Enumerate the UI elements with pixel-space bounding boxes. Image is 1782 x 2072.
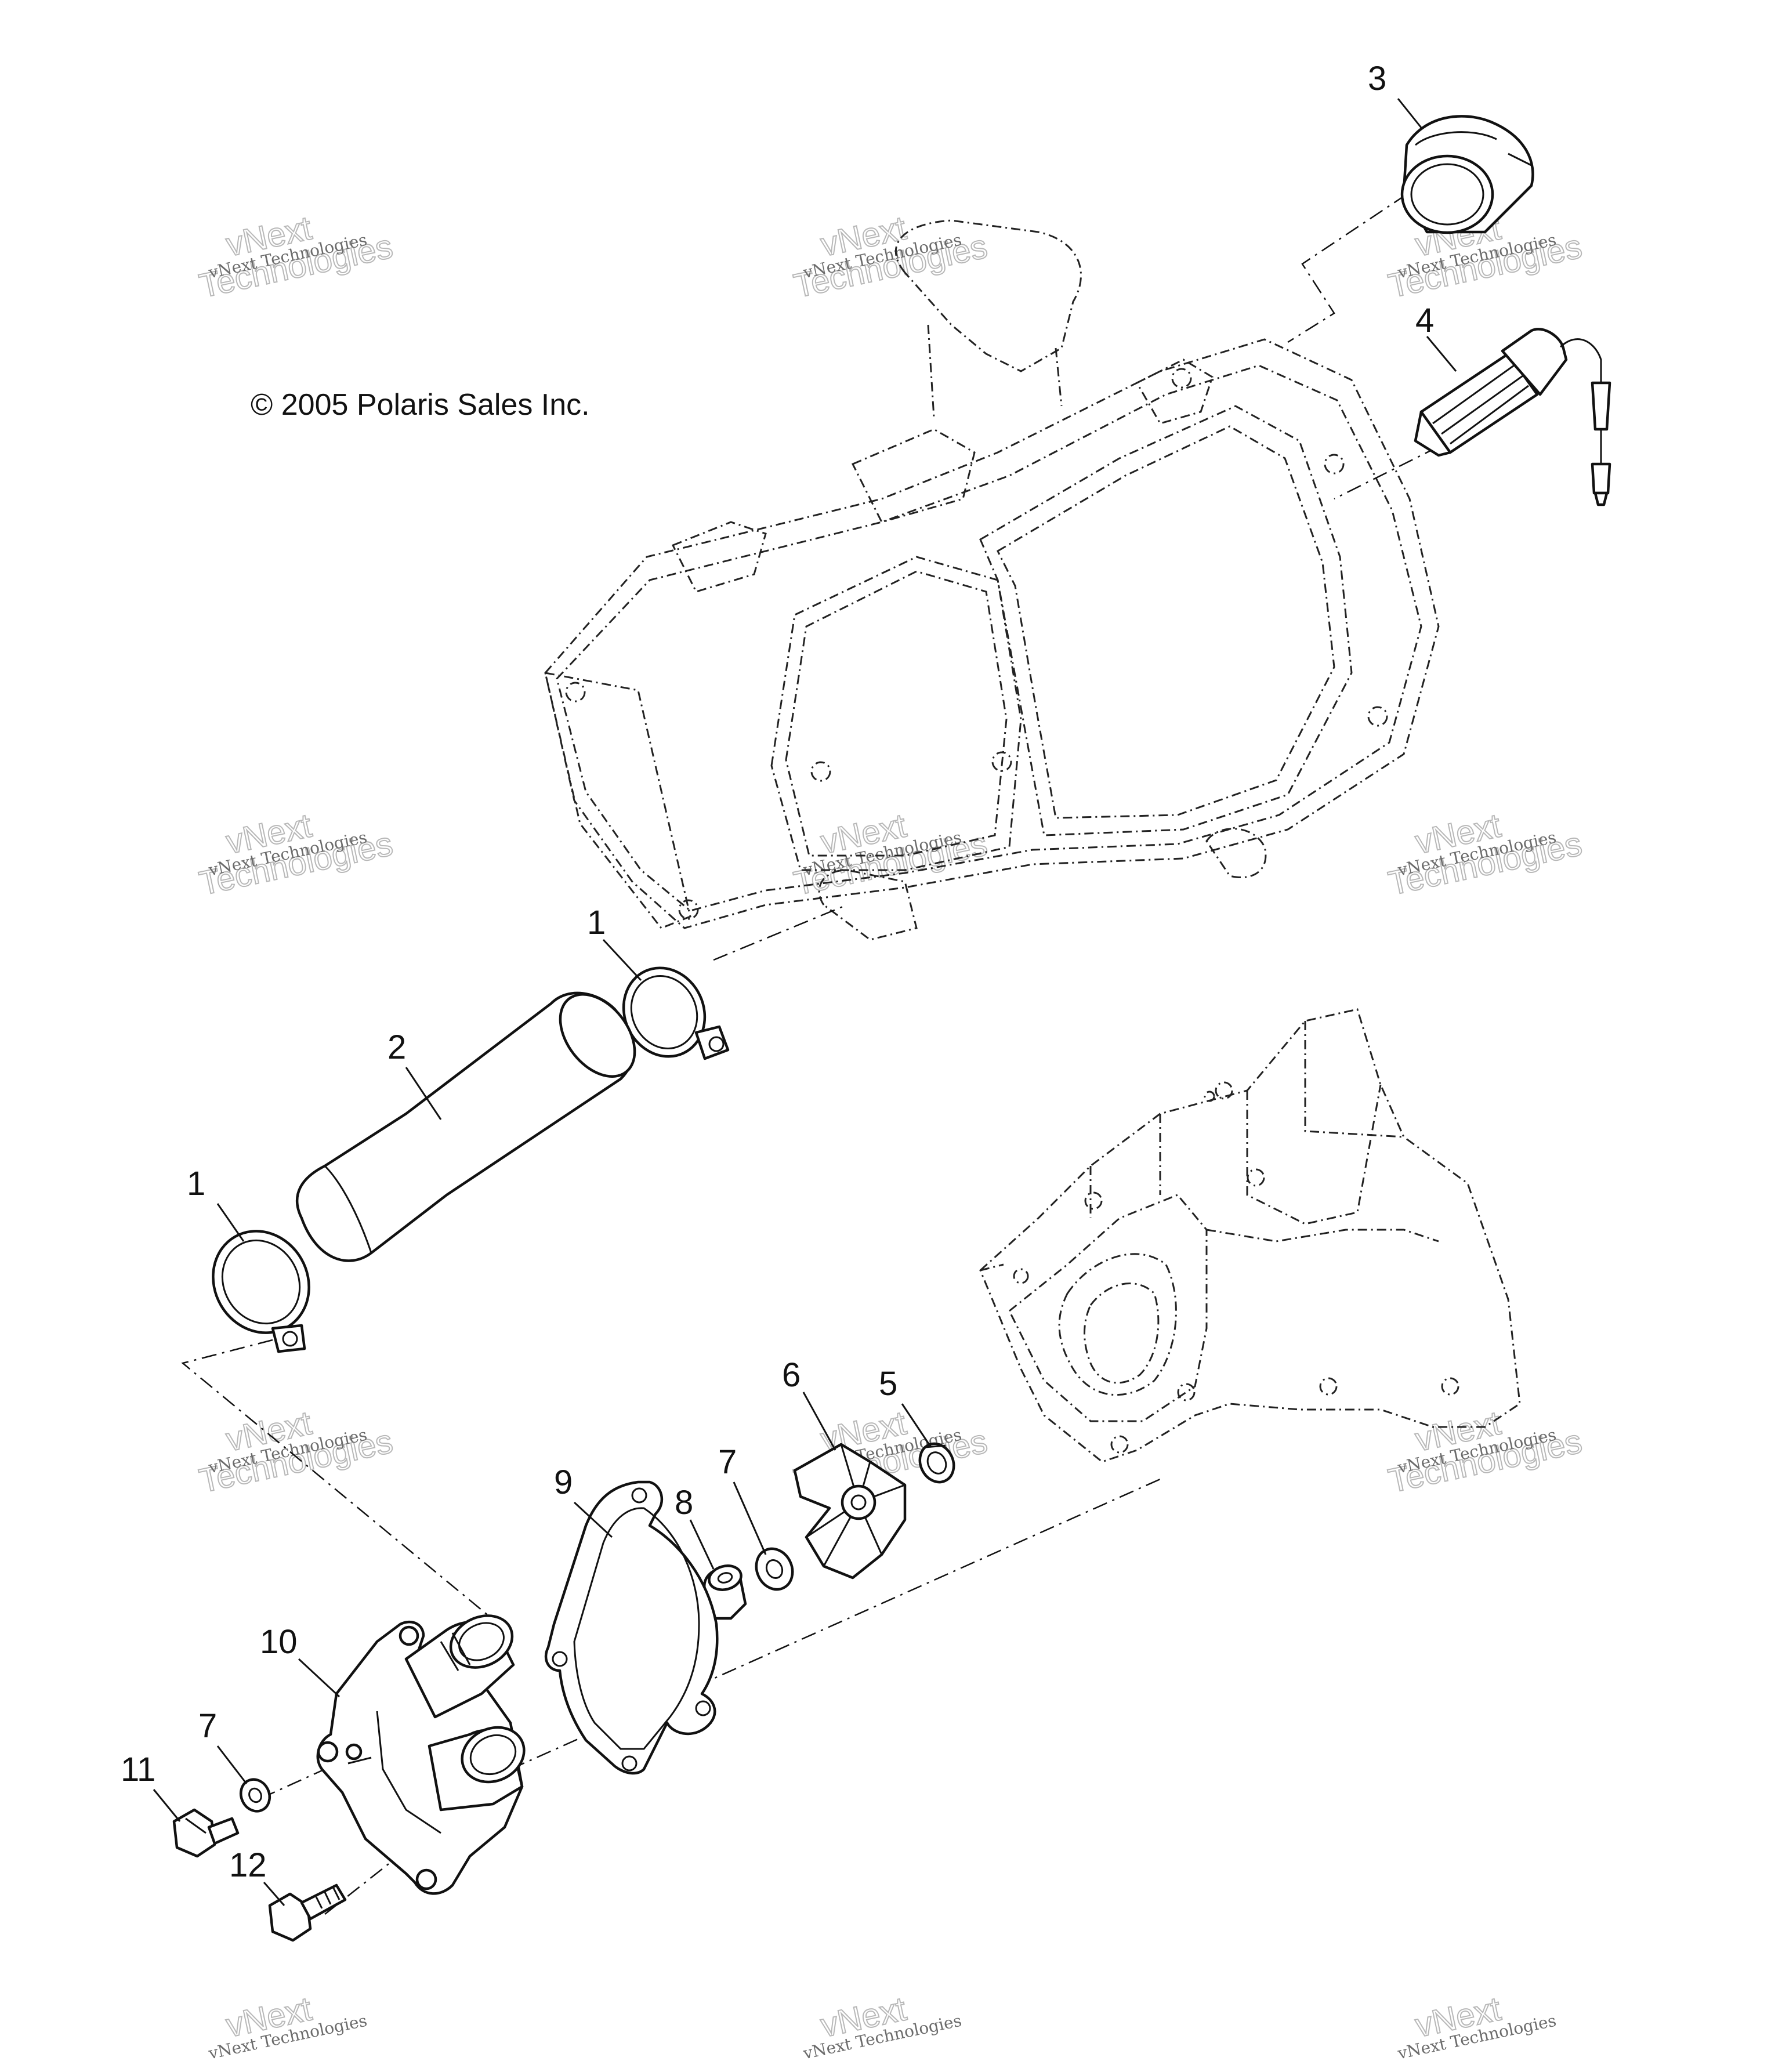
callout-labels: 3 4 1 2 1 5 6 7 8 9 10 7 11 12 — [121, 60, 1434, 1884]
callout-1-upper: 1 — [587, 904, 606, 941]
copyright-notice: © 2005 Polaris Sales Inc. — [251, 388, 590, 422]
watermark: vNext Technologies vNext Technologies — [790, 806, 991, 903]
part-hose-clamp-lower — [212, 1230, 310, 1353]
callout-5: 5 — [879, 1365, 897, 1403]
watermark: vNext Technologies vNext Technologies — [1385, 806, 1586, 903]
watermark: vNext Technologies vNext Technologies — [195, 806, 397, 903]
watermark: vNext Technologies vNext Technologies — [195, 1403, 397, 1501]
callout-7-upper: 7 — [718, 1443, 737, 1481]
part-gasket — [544, 1480, 719, 1775]
part-nut — [918, 1442, 955, 1484]
part-impeller — [793, 1443, 907, 1580]
callout-9: 9 — [554, 1464, 573, 1501]
part-hose-clamp-upper — [622, 966, 730, 1060]
callout-3: 3 — [1368, 60, 1386, 97]
part-washer-lower — [239, 1778, 271, 1813]
leader-lines — [153, 98, 1457, 1906]
callout-7-lower: 7 — [198, 1707, 217, 1745]
watermark: vNext vNext Technologies — [1396, 1989, 1558, 2063]
part-bolt-short — [172, 1808, 240, 1858]
watermark: vNext Technologies vNext Technologies — [195, 208, 397, 306]
callout-2: 2 — [387, 1028, 406, 1066]
part-seal — [702, 1564, 747, 1620]
watermark: vNext Technologies vNext Technologies — [790, 208, 991, 306]
callout-1-lower: 1 — [187, 1165, 205, 1202]
watermark: vNext vNext Technologies — [207, 1989, 369, 2063]
callout-6: 6 — [782, 1356, 801, 1394]
watermark: vNext vNext Technologies — [801, 1989, 964, 2063]
part-bolt-long — [268, 1883, 347, 1942]
part-washer-upper — [755, 1547, 794, 1591]
callout-10: 10 — [260, 1623, 298, 1661]
part-thermostat — [1400, 115, 1534, 234]
callout-8: 8 — [675, 1484, 693, 1522]
callout-11: 11 — [121, 1751, 155, 1788]
crankcase-outline — [979, 1008, 1521, 1463]
part-coolant-hose — [295, 991, 636, 1262]
callout-4: 4 — [1415, 302, 1434, 339]
callout-12: 12 — [229, 1846, 267, 1884]
part-water-pump-cover — [316, 1614, 526, 1895]
part-temperature-sender — [1414, 328, 1611, 506]
watermark: vNext Technologies vNext Technologies — [1385, 1403, 1586, 1501]
cylinder-head-outline — [544, 219, 1440, 941]
